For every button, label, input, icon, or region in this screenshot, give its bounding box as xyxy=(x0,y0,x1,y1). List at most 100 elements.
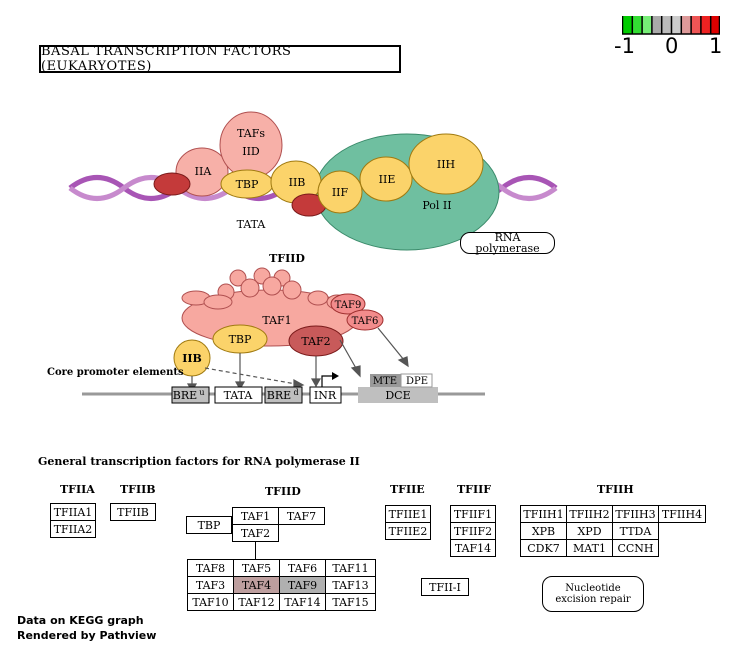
taf9-label: TAF9 xyxy=(335,300,362,311)
tfiif-group-label: TFIIF xyxy=(457,483,492,496)
gene-tfiif2[interactable]: TFIIF2 xyxy=(450,522,496,540)
tbp-label: TBP xyxy=(236,178,259,191)
core-promoter-label: Core promoter elements xyxy=(47,367,184,378)
gene-tfiie2[interactable]: TFIIE2 xyxy=(385,522,431,540)
gene-ttda[interactable]: TTDA xyxy=(612,522,659,540)
gene-taf15[interactable]: TAF15 xyxy=(325,593,376,611)
gene-tfiih1[interactable]: TFIIH1 xyxy=(520,505,567,523)
gene-tfiia1[interactable]: TFIIA1 xyxy=(50,503,96,521)
legend-min-label: -1 xyxy=(614,34,635,58)
color-legend xyxy=(621,14,721,36)
legend-swatch xyxy=(651,16,662,34)
iid-label: IID xyxy=(242,145,260,158)
gene-cdk7[interactable]: CDK7 xyxy=(520,539,567,557)
gene-taf2[interactable]: TAF2 xyxy=(232,524,279,542)
taf2-label: TAF2 xyxy=(301,335,330,348)
nucleotide-excision-repair-link[interactable]: Nucleotide excision repair xyxy=(542,576,644,612)
tfiih-group-label: TFIIH xyxy=(597,483,634,496)
dpe-box xyxy=(400,373,433,388)
preinitiation-complex-diagram: TAFs IID IIA TBP IIB IIF IIE IIH Pol II … xyxy=(68,111,558,251)
inr-box xyxy=(309,386,342,404)
taf6-shape xyxy=(346,309,384,331)
iib-tfiid-label: IIB xyxy=(182,352,202,365)
pathway-title: BASAL TRANSCRIPTION FACTORS (EUKARYOTES) xyxy=(39,44,401,74)
iie-label: IIE xyxy=(379,173,396,186)
svg-text:BRE: BRE xyxy=(173,389,197,402)
taf1-label: TAF1 xyxy=(262,314,291,327)
legend-swatch xyxy=(680,16,692,34)
svg-text:INR: INR xyxy=(314,389,337,402)
rna-polymerase-link[interactable]: RNA polymerase xyxy=(460,232,555,254)
dce-box xyxy=(358,387,438,403)
legend-max-label: 1 xyxy=(709,34,723,58)
iih-shape xyxy=(408,133,484,195)
bre-u-box xyxy=(171,386,210,404)
tafs-label: TAFs xyxy=(237,127,265,140)
svg-text:DPE: DPE xyxy=(406,376,428,387)
mte-box xyxy=(370,374,401,387)
iib-label: IIB xyxy=(289,176,306,189)
iia-label: IIA xyxy=(195,165,213,178)
svg-text:TATA: TATA xyxy=(224,389,254,402)
tfiia-group-label: TFIIA xyxy=(60,483,95,496)
gene-tfiib[interactable]: TFIIB xyxy=(110,503,156,521)
gene-xpd[interactable]: XPD xyxy=(566,522,613,540)
gene-tfiih4[interactable]: TFIIH4 xyxy=(658,505,706,523)
gene-tfiif-taf14[interactable]: TAF14 xyxy=(450,539,496,557)
tfiid-connector xyxy=(255,541,256,560)
tfiid-core-promoter-diagram: TFIID TAF1 TAF9 TAF6 TBP TAF2 IIB BRE u xyxy=(82,252,485,404)
legend-swatch xyxy=(622,16,633,34)
legend-swatch xyxy=(631,16,643,34)
gene-taf4[interactable]: TAF4 xyxy=(233,576,280,594)
gtf-heading: General transcription factors for RNA po… xyxy=(38,455,360,468)
polii-label: Pol II xyxy=(422,199,451,212)
gene-tfiia2[interactable]: TFIIA2 xyxy=(50,520,96,538)
footer-line-1: Data on KEGG graph xyxy=(17,614,144,627)
tata-label: TATA xyxy=(237,218,267,231)
legend-mid-label: 0 xyxy=(665,34,679,58)
gene-ccnh[interactable]: CCNH xyxy=(612,539,659,557)
gene-taf13[interactable]: TAF13 xyxy=(325,576,376,594)
taf9-shape xyxy=(330,293,366,315)
legend-swatch xyxy=(690,16,701,34)
gene-taf11[interactable]: TAF11 xyxy=(325,559,376,577)
svg-text:DCE: DCE xyxy=(385,389,410,402)
footer-line-2: Rendered by Pathview xyxy=(17,629,157,642)
tata-box xyxy=(214,386,263,404)
gene-tfiif1[interactable]: TFIIF1 xyxy=(450,505,496,523)
tbp-tfiid-label: TBP xyxy=(229,333,252,346)
gene-tfiih2[interactable]: TFIIH2 xyxy=(566,505,613,523)
gene-xpb[interactable]: XPB xyxy=(520,522,567,540)
gene-tfiie1[interactable]: TFIIE1 xyxy=(385,505,431,523)
gene-tfii-i[interactable]: TFII-I xyxy=(421,578,469,596)
gene-taf8[interactable]: TAF8 xyxy=(187,559,234,577)
gene-taf14[interactable]: TAF14 xyxy=(279,593,326,611)
gene-taf10[interactable]: TAF10 xyxy=(187,593,234,611)
iih-label: IIH xyxy=(437,158,455,171)
gene-taf5[interactable]: TAF5 xyxy=(233,559,280,577)
legend-swatch xyxy=(710,16,721,34)
gene-taf3[interactable]: TAF3 xyxy=(187,576,234,594)
legend-swatch xyxy=(671,16,682,34)
tfiid-group-label: TFIID xyxy=(265,485,301,498)
tfiib-group-label: TFIIB xyxy=(120,483,156,496)
legend-swatch xyxy=(661,16,672,34)
svg-text:MTE: MTE xyxy=(373,376,397,387)
legend-bar xyxy=(621,16,721,35)
iif-shape xyxy=(317,170,363,214)
svg-text:BRE: BRE xyxy=(267,389,291,402)
taf6-label: TAF6 xyxy=(352,316,379,327)
gene-taf12[interactable]: TAF12 xyxy=(233,593,280,611)
gene-taf6[interactable]: TAF6 xyxy=(279,559,326,577)
gene-tbp[interactable]: TBP xyxy=(186,516,232,534)
gene-tfiih3[interactable]: TFIIH3 xyxy=(612,505,659,523)
gene-taf1[interactable]: TAF1 xyxy=(232,507,279,525)
legend-swatch xyxy=(700,16,711,34)
bre-d-box xyxy=(264,386,303,404)
iie-shape xyxy=(359,156,413,202)
gene-mat1[interactable]: MAT1 xyxy=(566,539,613,557)
gene-taf7[interactable]: TAF7 xyxy=(278,507,325,525)
svg-text:u: u xyxy=(199,388,204,397)
tfiid-heading: TFIID xyxy=(269,252,305,265)
gene-taf9[interactable]: TAF9 xyxy=(279,576,326,594)
